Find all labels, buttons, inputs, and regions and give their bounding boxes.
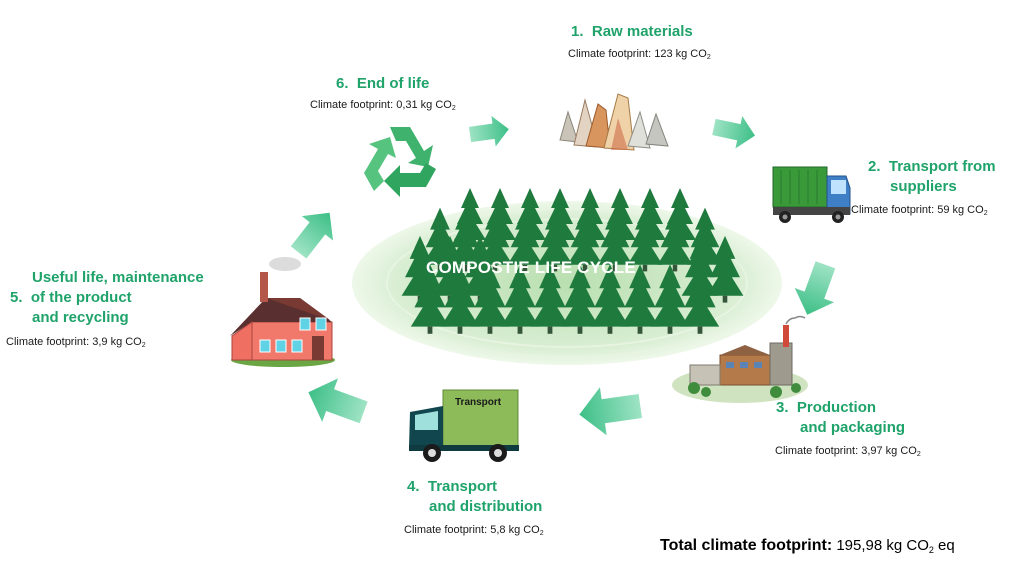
step-number: 4.	[407, 478, 420, 495]
footprint-prefix: Climate footprint:	[6, 336, 90, 348]
delivery-truck-icon: Transport	[409, 389, 519, 462]
crystals-icon	[559, 93, 669, 151]
footprint-prefix: Climate footprint:	[851, 204, 935, 216]
step-number: 6.	[336, 75, 349, 92]
house-icon	[230, 257, 335, 367]
footprint-value: 123 kg CO	[654, 48, 707, 60]
step-title-line: suppliers	[890, 178, 957, 195]
total-value: 195,98 kg CO	[836, 537, 929, 554]
footprint-prefix: Climate footprint:	[568, 48, 652, 60]
step-3-title: 3. Production and packaging	[776, 398, 905, 438]
footprint-value: 5,8 kg CO	[490, 524, 540, 536]
step-6-footprint: Climate footprint: 0,31 kg CO2	[310, 99, 456, 112]
footprint-subscript: 2	[539, 530, 544, 537]
step-4-footprint: Climate footprint: 5,8 kg CO2	[404, 524, 544, 537]
step-2-footprint: Climate footprint: 59 kg CO2	[851, 204, 988, 217]
step-number: 3.	[776, 399, 789, 416]
step-3-footprint: Climate footprint: 3,97 kg CO2	[775, 445, 921, 458]
step-title-line: Useful life, maintenance	[32, 269, 204, 286]
step-title-line: and packaging	[800, 419, 906, 436]
step-5-footprint: Climate footprint: 3,9 kg CO2	[6, 336, 146, 349]
step-6-title: 6. End of life	[336, 74, 429, 94]
footprint-subscript: 2	[141, 342, 146, 349]
step-title-line: of the product	[30, 289, 132, 306]
step-title-line: End of life	[356, 75, 430, 92]
step-title-line: Production	[796, 399, 877, 416]
cycle-arrow-5-to-6	[282, 200, 346, 265]
step-number: 5.	[10, 289, 23, 306]
footprint-value: 0,31 kg CO	[396, 99, 452, 111]
step-title-line: Transport	[427, 478, 498, 495]
footprint-value: 3,9 kg CO	[92, 336, 142, 348]
cycle-arrow-1-to-2	[710, 110, 759, 152]
step-2-title: 2. Transport from suppliers	[868, 157, 996, 197]
total-subscript: 2	[928, 545, 934, 555]
recycle-icon	[364, 127, 436, 197]
cycle-arrow-2-to-3	[787, 257, 846, 322]
cycle-arrow-3-to-4	[575, 382, 644, 439]
step-title-line: and distribution	[429, 498, 543, 515]
footprint-subscript: 2	[983, 210, 988, 217]
step-title-line: Transport from	[888, 158, 996, 175]
cycle-arrow-4-to-5	[300, 370, 372, 435]
factory-icon	[672, 315, 808, 403]
svg-text:Transport: Transport	[455, 397, 502, 408]
container-truck-icon	[772, 166, 851, 223]
step-title-line: Raw materials	[591, 23, 693, 40]
footprint-value: 3,97 kg CO	[861, 445, 917, 457]
step-4-title: 4. Transport and distribution	[407, 477, 542, 517]
total-footprint: Total climate footprint: 195,98 kg CO2 e…	[660, 537, 955, 555]
step-title-line: and recycling	[32, 309, 129, 326]
footprint-value: 59 kg CO	[937, 204, 984, 216]
footprint-subscript: 2	[916, 451, 921, 458]
footprint-prefix: Climate footprint:	[404, 524, 488, 536]
step-5-title: Useful life, maintenance 5. of the produ…	[10, 268, 204, 328]
total-suffix: eq	[933, 537, 955, 554]
footprint-prefix: Climate footprint:	[310, 99, 394, 111]
total-label: Total climate footprint:	[660, 537, 833, 554]
footprint-prefix: Climate footprint:	[775, 445, 859, 457]
step-number: 1.	[571, 23, 584, 40]
center-title: COMPOSTIE LIFE CYCLE	[426, 258, 636, 277]
cycle-arrow-6-to-1	[467, 113, 511, 150]
step-1-title: 1. Raw materials	[571, 22, 693, 42]
footprint-subscript: 2	[706, 54, 711, 61]
footprint-subscript: 2	[451, 105, 456, 112]
step-1-footprint: Climate footprint: 123 kg CO2	[568, 48, 711, 61]
step-number: 2.	[868, 158, 881, 175]
